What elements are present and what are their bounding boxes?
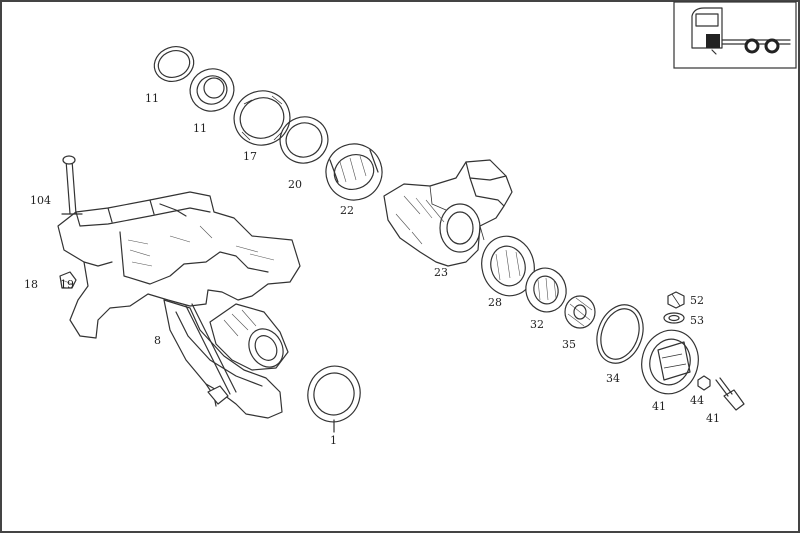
part-seal-11	[189, 68, 235, 112]
part-ring-34	[596, 304, 644, 364]
label-41: 41	[652, 400, 666, 413]
label-11-top: 11	[145, 92, 159, 105]
part-breather-104	[61, 155, 83, 215]
label-8: 8	[154, 334, 161, 347]
label-23: 23	[434, 266, 448, 279]
label-18: 18	[24, 278, 38, 291]
part-carrier-housing-23	[383, 159, 513, 267]
part-rod	[185, 303, 237, 405]
label-44: 44	[690, 394, 704, 407]
label-104: 104	[30, 194, 51, 207]
part-nut-44	[697, 375, 711, 391]
label-22: 22	[340, 204, 354, 217]
label-19: 19	[60, 278, 74, 291]
label-28: 28	[488, 296, 502, 309]
label-32: 32	[530, 318, 544, 331]
label-34: 34	[606, 372, 620, 385]
part-bearing-22	[325, 143, 383, 201]
part-nut-35	[564, 295, 596, 329]
part-washer-53	[663, 312, 685, 324]
part-plug-52	[667, 291, 685, 309]
part-bearing-32	[525, 267, 567, 313]
part-hub-cap-41	[641, 329, 699, 395]
part-ring-20	[279, 116, 329, 164]
part-axle-housing	[57, 191, 301, 419]
label-17: 17	[243, 150, 257, 163]
part-ring-11-top	[153, 46, 195, 82]
label-53: 53	[690, 314, 704, 327]
label-11: 11	[193, 122, 207, 135]
label-1: 1	[330, 434, 337, 447]
part-bolt-19	[59, 271, 77, 289]
part-bearing-28	[481, 235, 535, 297]
label-41-bolt: 41	[706, 412, 720, 425]
label-35: 35	[562, 338, 576, 351]
label-20: 20	[288, 178, 302, 191]
label-52: 52	[690, 294, 704, 307]
part-bolt-41	[715, 377, 745, 411]
part-ring-1	[307, 365, 361, 433]
part-ring-17	[233, 90, 291, 146]
truck-icon	[673, 1, 797, 69]
